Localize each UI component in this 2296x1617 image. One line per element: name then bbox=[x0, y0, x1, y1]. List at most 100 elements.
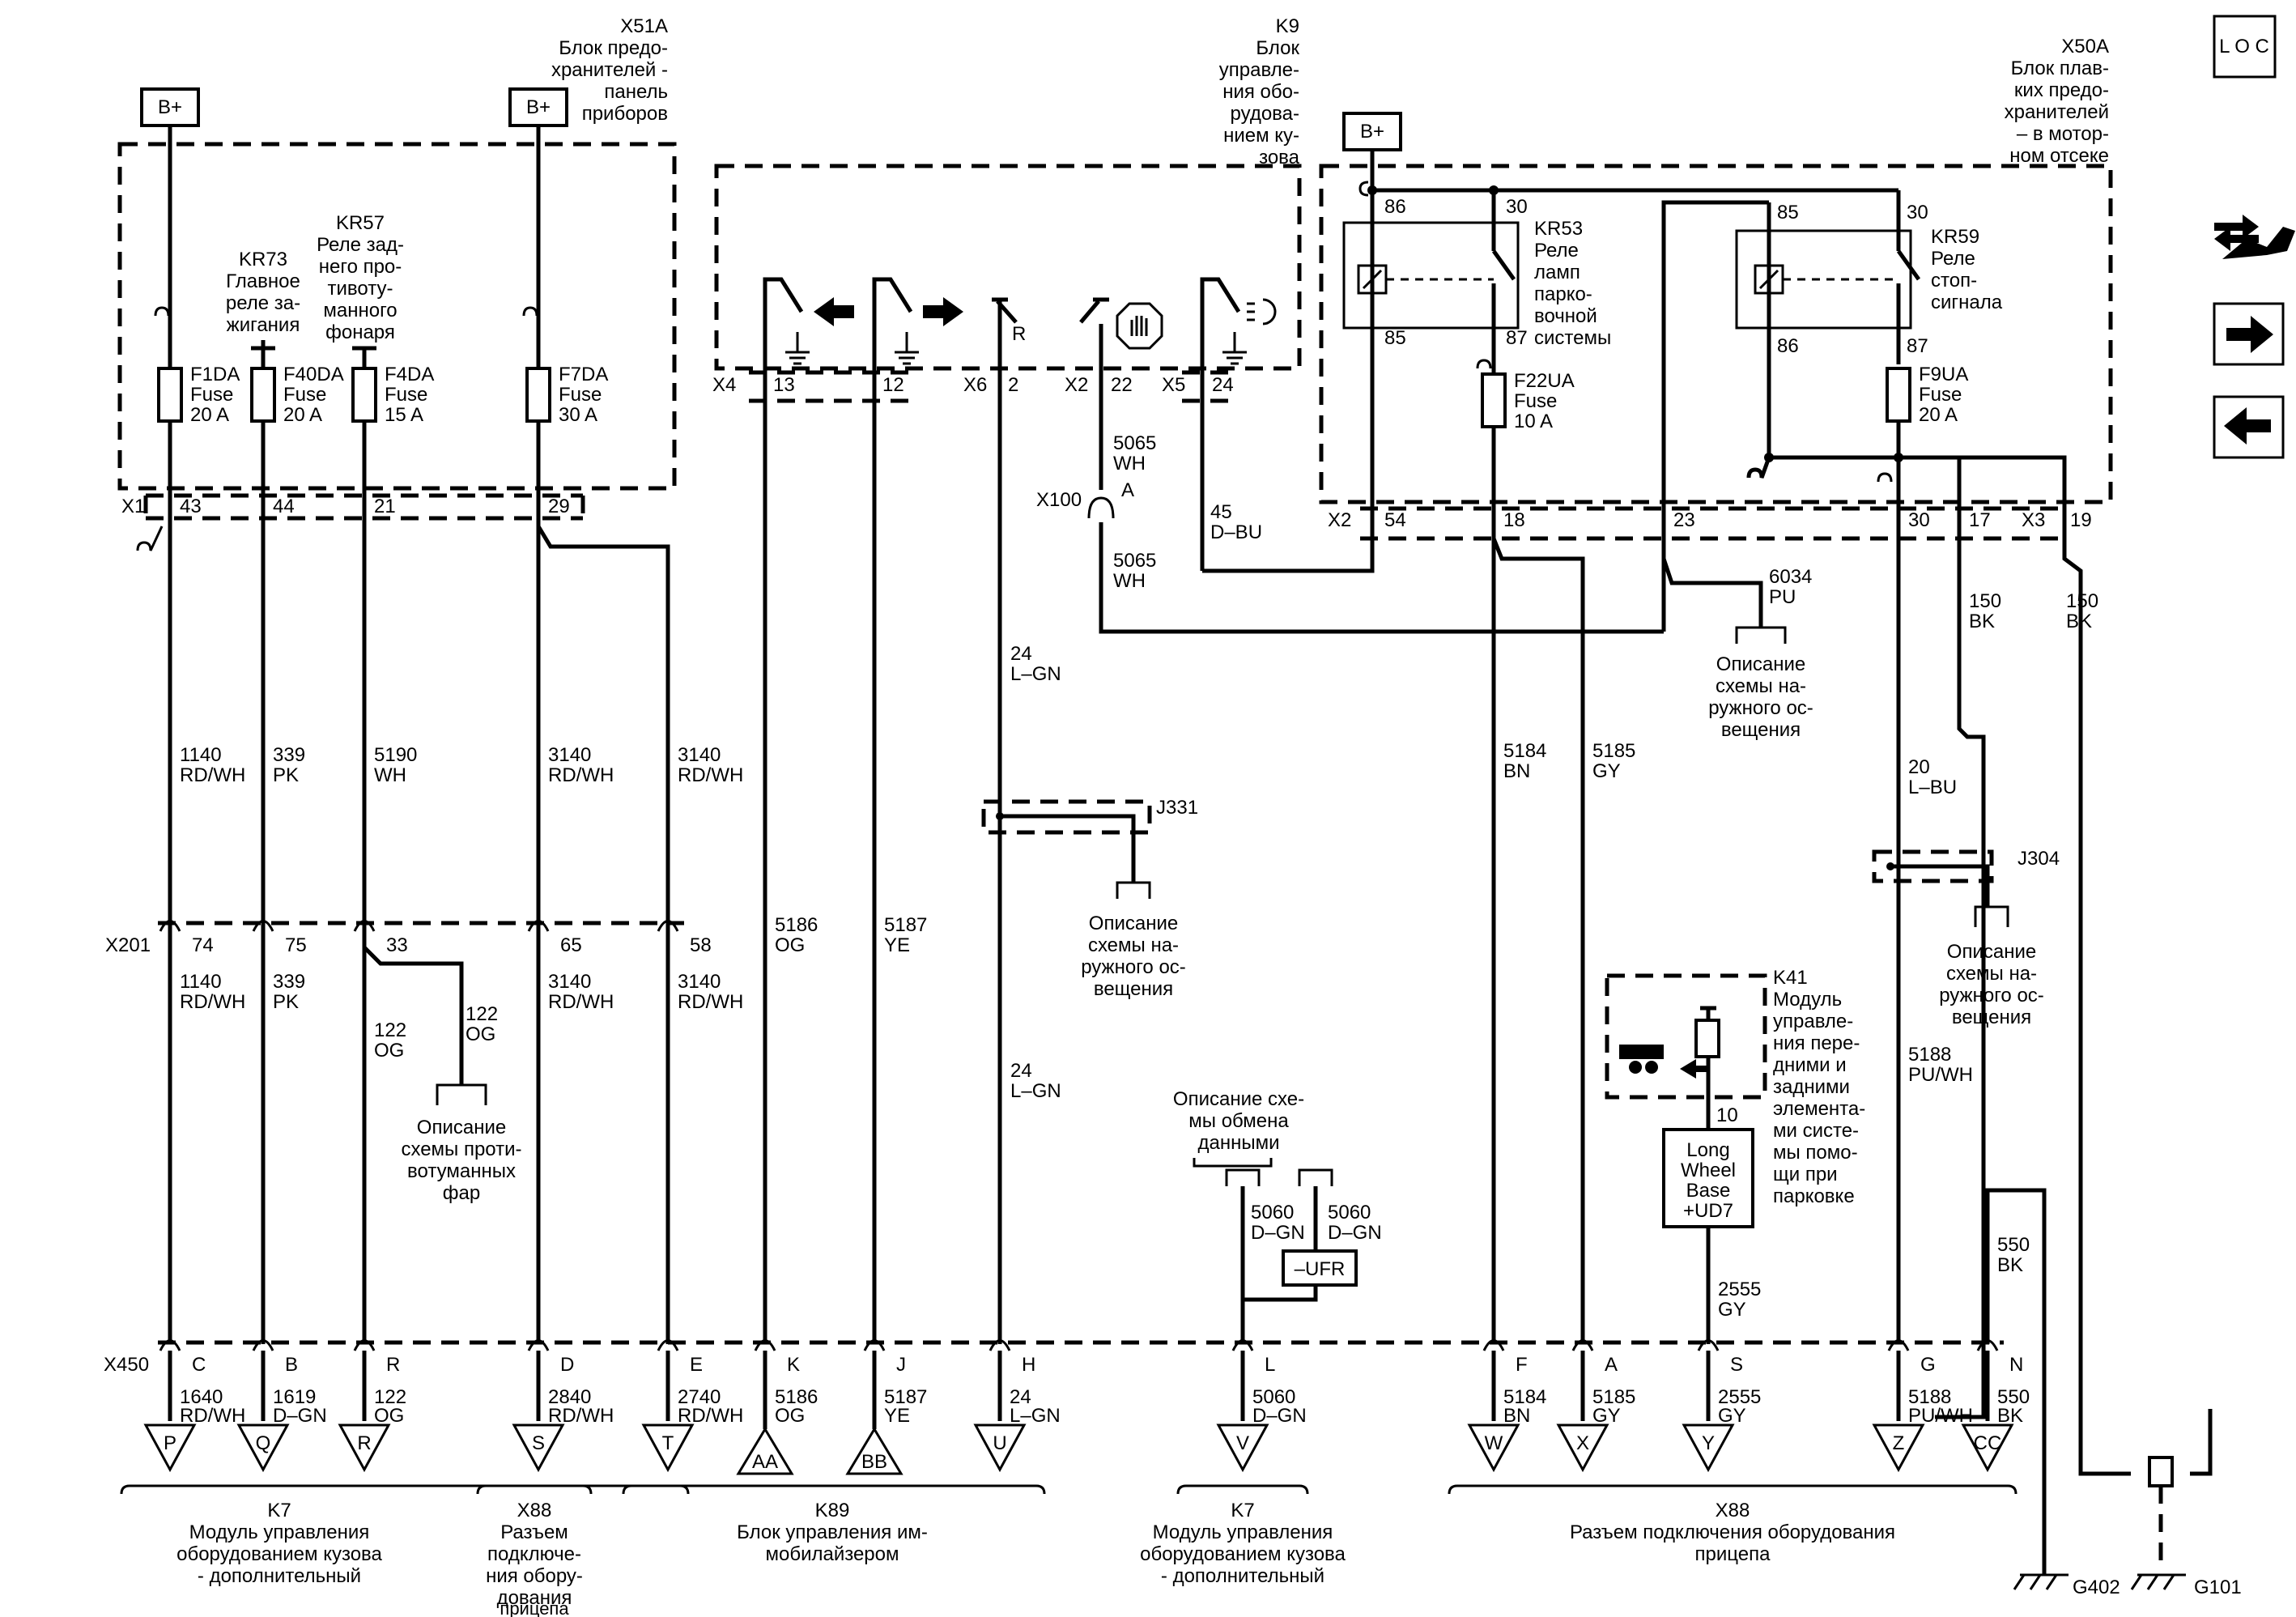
svg-text:R: R bbox=[386, 1354, 400, 1376]
svg-text:Реле: Реле bbox=[1534, 240, 1579, 262]
svg-text:B+: B+ bbox=[158, 96, 182, 118]
svg-text:2840: 2840 bbox=[548, 1386, 591, 1408]
svg-text:Блок: Блок bbox=[1256, 37, 1299, 59]
svg-text:C: C bbox=[192, 1354, 206, 1376]
terminal-y: Y bbox=[1682, 1423, 1735, 1473]
svg-text:A: A bbox=[1121, 479, 1134, 501]
terminal-bb: BB bbox=[845, 1427, 904, 1475]
svg-text:ния обо-: ния обо- bbox=[1222, 81, 1299, 103]
svg-text:X450: X450 bbox=[104, 1354, 149, 1376]
svg-text:2740: 2740 bbox=[678, 1386, 721, 1408]
svg-text:S: S bbox=[1730, 1354, 1743, 1376]
svg-text:BK: BK bbox=[2066, 611, 2092, 632]
svg-text:жигания: жигания bbox=[227, 314, 300, 336]
svg-text:17: 17 bbox=[1969, 509, 1991, 531]
fuse-f40da-label: F40DA Fuse 20 A bbox=[283, 364, 344, 426]
svg-text:ких предо-: ких предо- bbox=[2014, 79, 2109, 101]
ref-exterior-lighting-1[interactable]: Описание схемы на- ружного ос- вещения bbox=[1081, 913, 1186, 1000]
svg-text:10 A: 10 A bbox=[1514, 411, 1553, 432]
wrench-arrows-icon[interactable] bbox=[2214, 215, 2295, 259]
svg-text:Модуль управления: Модуль управления bbox=[189, 1521, 370, 1543]
svg-text:F7DA: F7DA bbox=[559, 364, 608, 385]
svg-text:мы помо-: мы помо- bbox=[1773, 1142, 1858, 1164]
back-arrow-icon[interactable] bbox=[2213, 395, 2285, 459]
svg-text:тивоту-: тивоту- bbox=[328, 278, 393, 300]
svg-text:339: 339 bbox=[273, 744, 305, 766]
ref-data-communication[interactable]: Описание схе- мы обмена данными bbox=[1173, 1088, 1304, 1154]
svg-text:X: X bbox=[1576, 1432, 1589, 1454]
svg-text:2555: 2555 bbox=[1718, 1386, 1761, 1408]
w550-label: 550 BK bbox=[1997, 1234, 2030, 1276]
svg-text:ном отсеке: ном отсеке bbox=[2009, 145, 2109, 167]
svg-text:Описание: Описание bbox=[417, 1117, 506, 1138]
svg-text:RD/WH: RD/WH bbox=[180, 1405, 245, 1427]
svg-text:5188: 5188 bbox=[1908, 1044, 1951, 1066]
bottom-k7-left: K7 Модуль управления оборудованием кузов… bbox=[176, 1500, 382, 1587]
svg-text:подключе-: подключе- bbox=[487, 1543, 581, 1565]
svg-text:F22UA: F22UA bbox=[1514, 370, 1575, 392]
svg-text:1140: 1140 bbox=[180, 744, 222, 766]
svg-text:приборов: приборов bbox=[582, 103, 668, 125]
terminal-q: Q bbox=[236, 1423, 290, 1473]
svg-text:BB: BB bbox=[861, 1451, 887, 1473]
svg-text:13: 13 bbox=[773, 374, 795, 396]
relay-kr53 bbox=[1342, 221, 1520, 330]
data-wire-labels: 5060 D–GN 5060 D–GN bbox=[1251, 1202, 1382, 1244]
svg-text:D–GN: D–GN bbox=[273, 1405, 327, 1427]
relay-kr53-label: KR53 Реле ламп парко- вочной системы bbox=[1534, 218, 1611, 349]
forward-arrow-icon[interactable] bbox=[2213, 302, 2285, 366]
svg-text:вочной: вочной bbox=[1534, 305, 1597, 327]
svg-text:5185: 5185 bbox=[1592, 740, 1635, 762]
svg-text:Описание: Описание bbox=[1716, 653, 1805, 675]
lwb-option-box bbox=[1662, 1128, 1754, 1228]
svg-text:GY: GY bbox=[1718, 1405, 1746, 1427]
svg-text:задними: задними bbox=[1773, 1076, 1850, 1098]
svg-text:данными: данными bbox=[1197, 1132, 1279, 1154]
svg-text:Fuse: Fuse bbox=[190, 384, 233, 406]
svg-text:нием ку-: нием ку- bbox=[1223, 125, 1299, 147]
svg-text:BK: BK bbox=[1969, 611, 1995, 632]
ufr-option-label: –UFR bbox=[1295, 1258, 1346, 1280]
svg-text:X6: X6 bbox=[963, 374, 987, 396]
svg-text:L–GN: L–GN bbox=[1010, 1080, 1061, 1102]
svg-text:оборудованием кузова: оборудованием кузова bbox=[176, 1543, 382, 1565]
svg-text:WH: WH bbox=[374, 764, 406, 786]
svg-text:85: 85 bbox=[1777, 202, 1799, 223]
svg-text:BK: BK bbox=[1997, 1254, 2023, 1276]
svg-text:Base: Base bbox=[1686, 1180, 1731, 1202]
svg-text:B: B bbox=[285, 1354, 298, 1376]
ground-g402-icon: G402 bbox=[2013, 1563, 2120, 1598]
svg-text:Z: Z bbox=[1893, 1432, 1905, 1454]
relay-kr59-label: KR59 Реле стоп- сигнала bbox=[1931, 226, 2003, 313]
svg-text:F40DA: F40DA bbox=[283, 364, 344, 385]
svg-text:24: 24 bbox=[1212, 374, 1234, 396]
svg-text:20: 20 bbox=[1908, 756, 1930, 778]
svg-text:5060: 5060 bbox=[1251, 1202, 1294, 1223]
svg-text:OG: OG bbox=[374, 1040, 404, 1062]
svg-text:30: 30 bbox=[1907, 202, 1928, 223]
svg-text:2555: 2555 bbox=[1718, 1279, 1761, 1300]
svg-text:85: 85 bbox=[1384, 327, 1406, 349]
svg-text:ружного ос-: ружного ос- bbox=[1939, 985, 2044, 1006]
svg-text:OG: OG bbox=[775, 1405, 805, 1427]
svg-text:R: R bbox=[1012, 323, 1026, 345]
svg-text:схемы проти-: схемы проти- bbox=[401, 1138, 521, 1160]
terminal-r: R bbox=[338, 1423, 391, 1473]
svg-text:ния обору-: ния обору- bbox=[486, 1565, 583, 1587]
ref-fog-lights[interactable]: Описание схемы проти- вотуманных фар bbox=[401, 1117, 521, 1204]
ref-exterior-lighting-2[interactable]: Описание схемы на- ружного ос- вещения bbox=[1708, 653, 1813, 741]
x50a-box bbox=[1319, 164, 2113, 504]
ref-exterior-lighting-3[interactable]: Описание схемы на- ружного ос- вещения bbox=[1939, 941, 2044, 1028]
svg-text:X50A: X50A bbox=[2061, 36, 2109, 57]
svg-text:ния пере-: ния пере- bbox=[1773, 1032, 1860, 1054]
svg-text:122: 122 bbox=[374, 1386, 406, 1408]
svg-text:GY: GY bbox=[1718, 1299, 1746, 1321]
fuse-f22ua bbox=[1481, 372, 1507, 428]
svg-text:150: 150 bbox=[1969, 590, 2001, 612]
lwb-option-label: Long Wheel Base +UD7 bbox=[1681, 1139, 1736, 1222]
loc-icon[interactable]: L O C bbox=[2213, 15, 2277, 79]
svg-text:вещения: вещения bbox=[1952, 1006, 2031, 1028]
svg-text:24: 24 bbox=[1010, 1060, 1032, 1082]
svg-text:5065: 5065 bbox=[1113, 550, 1156, 572]
svg-text:W: W bbox=[1485, 1432, 1503, 1454]
